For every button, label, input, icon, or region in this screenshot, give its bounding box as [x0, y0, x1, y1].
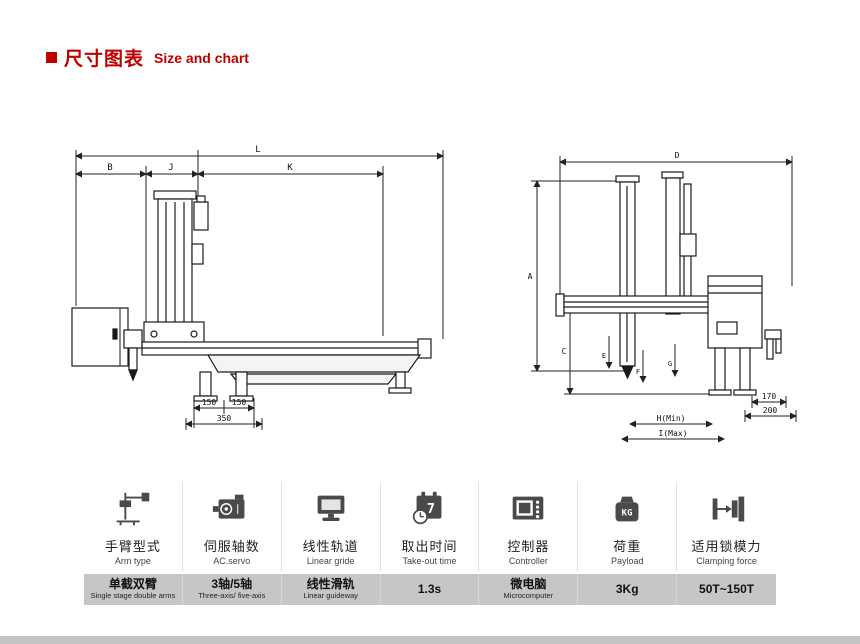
title-zh: 尺寸图表 — [64, 49, 145, 70]
dim-label-h-min: H(Min) — [657, 414, 686, 423]
spec-label-zh: 控制器 — [507, 539, 550, 554]
spec-value-linear-rail: 线性滑轨 Linear guideway — [282, 574, 381, 605]
dim-label-B: B — [107, 163, 112, 173]
dim-label-350: 350 — [217, 414, 232, 423]
spec-label-en: Payload — [610, 556, 644, 566]
spec-label-zh: 荷重 — [613, 539, 642, 554]
takeout-time-calendar-icon: 7 — [381, 484, 479, 534]
title-en: Size and chart — [154, 49, 249, 66]
spec-label-en: Arm type — [114, 556, 151, 566]
spec-value-en: Single stage double arms — [90, 591, 176, 601]
spec-value-takeout-time: 1.3s — [381, 574, 480, 605]
dim-label-J: J — [168, 163, 173, 173]
dim-label-G: G — [668, 360, 672, 368]
spec-value-en: Microcomputer — [503, 591, 554, 601]
spec-value-payload: 3Kg — [578, 574, 678, 605]
spec-value-zh: 3轴/5轴 — [211, 577, 253, 592]
dim-label-C: C — [562, 347, 567, 356]
spec-col-servo: 伺服轴数 AC.servo — [183, 482, 282, 572]
spec-value-zh: 3Kg — [615, 581, 639, 596]
front-view-drawing: D A C E F G 170 200 H(Min) I(Max) — [528, 151, 797, 443]
dim-label-D: D — [675, 151, 680, 160]
spec-col-payload: KG 荷重 Payload — [578, 482, 678, 572]
side-view-machine-outline — [71, 190, 432, 402]
kg-text: KG — [622, 509, 633, 519]
spec-value-row: 单截双臂 Single stage double arms 3轴/5轴 Thre… — [84, 574, 776, 605]
dim-label-A: A — [528, 272, 533, 281]
spec-value-servo: 3轴/5轴 Three-axis/ five-axis — [183, 574, 282, 605]
side-view-dimension-lines — [75, 150, 444, 430]
spec-value-en: Linear guideway — [303, 591, 358, 601]
spec-label-en: Take-out time — [402, 556, 457, 566]
spec-col-clamping-force: 适用锁模力 Clamping force — [677, 482, 776, 572]
spec-label-en: Controller — [508, 556, 548, 566]
spec-value-zh: 微电脑 — [510, 577, 547, 592]
front-view-dim-labels: D A C E F G 170 200 H(Min) I(Max) — [528, 151, 778, 438]
dim-label-i-max: I(Max) — [659, 429, 688, 438]
dim-label-E: E — [602, 352, 606, 360]
spec-col-arm-type: 手臂型式 Arm type — [84, 482, 183, 572]
front-view-machine-outline — [555, 171, 782, 396]
spec-label-en: Linear gride — [306, 556, 355, 566]
clamping-force-icon — [677, 484, 776, 534]
spec-col-controller: 控制器 Controller — [479, 482, 579, 572]
side-view-drawing: L B J K 150 150 350 — [71, 145, 444, 430]
arm-type-icon — [84, 484, 182, 534]
title-bullet-square — [46, 52, 57, 63]
dim-label-150-left: 150 — [202, 398, 217, 407]
payload-kg-icon: KG — [578, 484, 676, 534]
spec-value-controller: 微电脑 Microcomputer — [479, 574, 579, 605]
dim-label-170: 170 — [762, 392, 777, 401]
front-view-diagram: D A C E F G 170 200 H(Min) I(Max) — [512, 136, 812, 456]
spec-value-clamping-force: 50T~150T — [677, 574, 776, 605]
side-view-diagram: L B J K 150 150 350 — [58, 136, 458, 436]
side-view-dim-labels: L B J K 150 150 350 — [107, 145, 293, 423]
spec-value-zh: 线性滑轨 — [306, 577, 355, 592]
page-title: 尺寸图表 Size and chart — [46, 44, 249, 71]
spec-header-row: 手臂型式 Arm type 伺服轴数 AC.servo — [84, 482, 776, 572]
linear-rail-monitor-icon — [282, 484, 380, 534]
spec-value-arm-type: 单截双臂 Single stage double arms — [84, 574, 183, 605]
dim-label-200: 200 — [763, 406, 778, 415]
spec-value-zh: 单截双臂 — [108, 577, 157, 592]
servo-motor-icon — [183, 484, 281, 534]
spec-table: 手臂型式 Arm type 伺服轴数 AC.servo — [84, 482, 776, 605]
spec-label-zh: 伺服轴数 — [203, 539, 260, 554]
spec-value-en: Three-axis/ five-axis — [198, 591, 266, 601]
calendar-day-text: 7 — [427, 502, 435, 517]
dim-label-L: L — [255, 145, 260, 155]
dim-label-F: F — [636, 368, 640, 376]
spec-value-zh: 50T~150T — [699, 581, 755, 596]
spec-value-zh: 1.3s — [417, 581, 442, 596]
spec-col-linear-rail: 线性轨道 Linear gride — [282, 482, 381, 572]
page-bottom-strip — [0, 636, 860, 644]
front-view-dimension-lines — [531, 156, 797, 443]
spec-label-en: Clamping force — [696, 556, 757, 566]
spec-label-zh: 取出时间 — [401, 539, 458, 554]
spec-col-takeout-time: 7 取出时间 Take-out time — [381, 482, 480, 572]
spec-label-zh: 手臂型式 — [104, 539, 161, 554]
spec-label-zh: 线性轨道 — [302, 539, 359, 554]
dim-label-K: K — [287, 163, 293, 173]
spec-label-en: AC.servo — [213, 556, 251, 566]
dim-label-150-right: 150 — [232, 398, 247, 407]
controller-icon — [479, 484, 577, 534]
spec-label-zh: 适用锁模力 — [691, 539, 762, 554]
